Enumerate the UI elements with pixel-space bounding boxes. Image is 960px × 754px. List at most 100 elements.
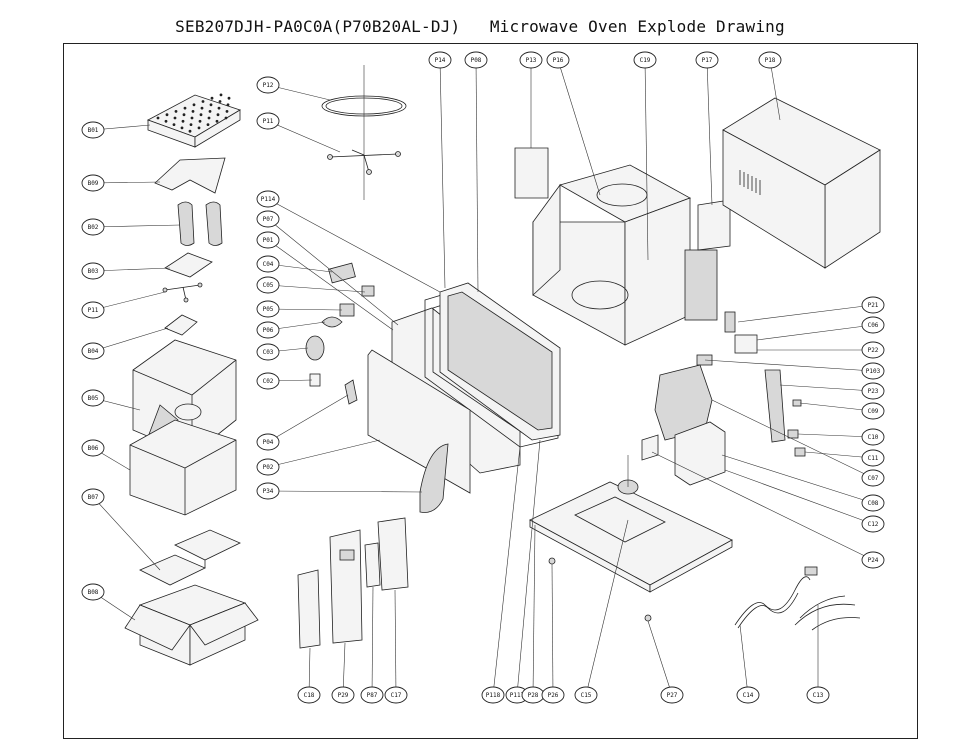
callout-bubble: [81, 583, 105, 601]
callout-p08: P08: [464, 51, 488, 69]
tray-hole: [227, 96, 231, 100]
callout-c09: C09: [861, 402, 885, 420]
callout-bubble: [861, 296, 885, 314]
leader-p103: [704, 359, 874, 372]
callout-bubble: [81, 262, 105, 280]
glass-tray-ring: [321, 95, 407, 117]
callout-label: B08: [88, 589, 99, 596]
tray-hole: [181, 119, 185, 123]
leader-p16: [557, 59, 601, 196]
leader-c15: [585, 519, 629, 696]
callout-bubble: [256, 190, 280, 208]
oven-cavity: [514, 147, 731, 346]
callout-label: P14: [435, 57, 446, 64]
leader-p87: [371, 586, 374, 696]
callout-bubble: [297, 686, 321, 704]
callout-bubble: [861, 428, 885, 446]
callout-label: P17: [702, 57, 713, 64]
callout-p07: P07: [256, 210, 280, 228]
callout-b02: B02: [81, 218, 105, 236]
tray-hole: [172, 123, 176, 126]
callout-label: P114: [261, 196, 276, 203]
callout-b08: B08: [81, 583, 105, 601]
callout-label: P117: [510, 692, 525, 699]
callout-p01: P01: [256, 231, 280, 249]
callout-c17: C17: [384, 686, 408, 704]
callout-bubble: [660, 686, 684, 704]
tray-hole: [210, 96, 214, 100]
callout-bubble: [519, 51, 543, 69]
callout-b06: B06: [81, 439, 105, 457]
callout-label: P21: [868, 302, 879, 309]
callout-c03: C03: [256, 343, 280, 361]
callout-bubble: [256, 343, 280, 361]
callout-p34: P34: [256, 482, 280, 500]
callout-bubble: [360, 686, 384, 704]
leader-c14: [739, 624, 749, 696]
callout-b09: B09: [81, 174, 105, 192]
callout-bubble: [81, 174, 105, 192]
callout-label: C06: [868, 322, 879, 329]
model-variant: (P70B20AL-DJ): [332, 17, 461, 36]
tray-hole: [190, 116, 194, 120]
leader-p01: [267, 239, 394, 331]
callout-bubble: [256, 321, 280, 339]
callout-c11: C11: [861, 449, 885, 467]
tray-hole: [165, 113, 169, 117]
leader-p117: [516, 439, 541, 696]
callout-bubble: [633, 51, 657, 69]
callout-c12: C12: [861, 515, 885, 533]
leader-p23: [779, 384, 874, 392]
tray-hole: [174, 110, 178, 113]
leader-c05: [267, 284, 366, 293]
callout-label: C02: [263, 378, 274, 385]
callout-label: P06: [263, 327, 274, 334]
callout-c02: C02: [256, 372, 280, 390]
leader-p04: [267, 394, 349, 443]
callout-label: P29: [338, 692, 349, 699]
tray-hole: [217, 106, 221, 110]
callout-b03: B03: [81, 262, 105, 280]
callout-p02: P02: [256, 458, 280, 476]
leader-c07: [711, 399, 874, 479]
callout-label: C04: [263, 261, 274, 268]
tray-hole: [156, 116, 160, 120]
callout-label: P08: [471, 57, 482, 64]
callout-bubble: [256, 276, 280, 294]
packaging-parts: [124, 93, 259, 666]
leader-p05: [267, 308, 343, 311]
tray-hole: [219, 93, 223, 97]
callout-label: B04: [88, 348, 99, 355]
door-handle: [419, 443, 449, 513]
callout-label: C05: [263, 282, 274, 289]
leader-p24: [651, 451, 874, 561]
callout-label: P07: [263, 216, 274, 223]
callout-p06: P06: [256, 321, 280, 339]
foam-blocks-part: [139, 529, 241, 586]
callout-bubble: [695, 51, 719, 69]
tray-hole: [164, 119, 168, 123]
callout-bubble: [331, 686, 355, 704]
callout-bubble: [861, 362, 885, 380]
callout-c15: C15: [574, 686, 598, 704]
callout-p23: P23: [861, 382, 885, 400]
callout-bubble: [481, 686, 505, 704]
leader-c08: [721, 454, 874, 504]
callout-label: P22: [868, 347, 879, 354]
callout-bubble: [256, 255, 280, 273]
leader-p29: [342, 642, 346, 696]
tray-hole: [189, 123, 193, 126]
callout-bubble: [256, 372, 280, 390]
outer-case: [722, 97, 881, 269]
callout-label: B07: [88, 494, 99, 501]
tray-hole: [197, 126, 201, 130]
callout-p14: P14: [428, 51, 452, 69]
callout-bubble: [256, 458, 280, 476]
small-roller-part: [162, 282, 203, 303]
callout-label: P01: [263, 237, 274, 244]
callout-c04: C04: [256, 255, 280, 273]
callout-bubble: [861, 402, 885, 420]
tray-hole: [201, 100, 205, 103]
callout-label: C17: [391, 692, 402, 699]
